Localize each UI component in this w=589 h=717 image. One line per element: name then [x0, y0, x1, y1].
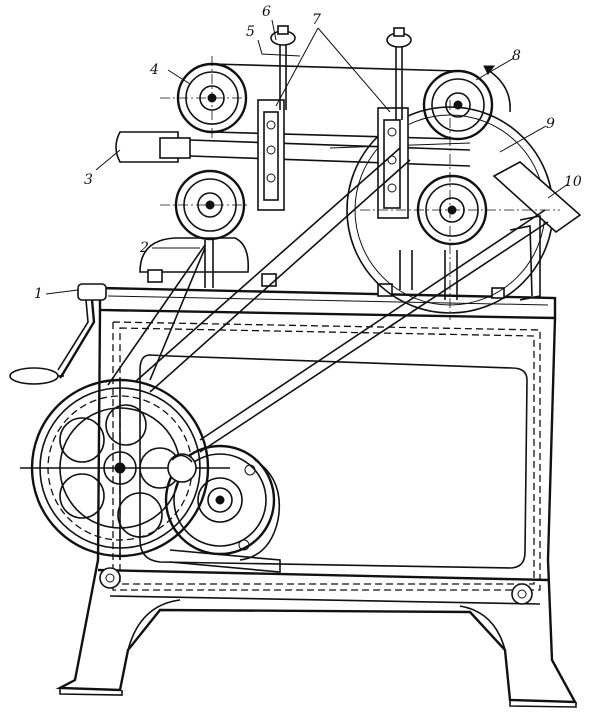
callout-1: 1	[34, 286, 43, 302]
callout-10: 10	[564, 174, 582, 190]
callout-8: 8	[512, 48, 521, 64]
stand-frame	[55, 286, 578, 708]
callout-labels: 1 2 3 4 5 6 7 8 9 10	[34, 4, 582, 302]
callout-3: 3	[84, 172, 93, 188]
callout-4: 4	[149, 62, 159, 78]
upper-rollers	[115, 25, 582, 320]
callout-leaders	[45, 19, 569, 295]
hand-crank	[9, 283, 107, 385]
callout-6: 6	[262, 4, 271, 20]
callout-9: 9	[546, 116, 555, 132]
callout-5: 5	[246, 24, 255, 40]
lower-drive	[20, 147, 549, 573]
callout-7: 7	[312, 12, 321, 28]
callout-2: 2	[139, 240, 149, 256]
